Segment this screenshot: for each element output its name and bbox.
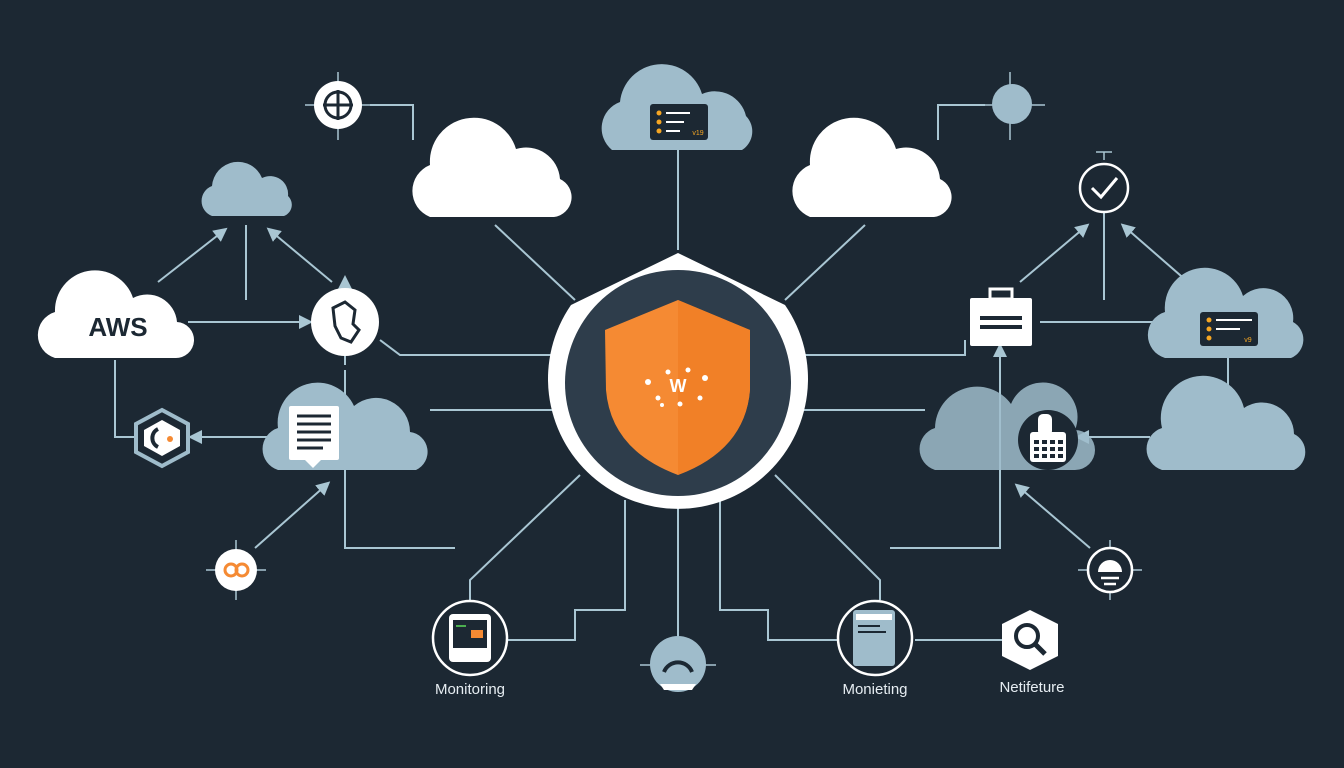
hexagon-pill-icon bbox=[134, 407, 190, 469]
monitoring-tablet-right bbox=[836, 599, 914, 677]
cloud-terminal-top: v19 bbox=[601, 64, 753, 150]
terminal-icon-right: v9 bbox=[1200, 312, 1258, 346]
terminal-version-top: v19 bbox=[692, 130, 703, 137]
aws-cloud: AWS bbox=[37, 270, 195, 359]
gauge-icon bbox=[640, 636, 716, 692]
checkmark-icon bbox=[1078, 151, 1130, 214]
cloud-white-left bbox=[412, 117, 572, 217]
calendar-icon bbox=[1018, 410, 1078, 470]
document-icon bbox=[289, 406, 339, 468]
monitoring-right-label: Monieting bbox=[842, 681, 907, 698]
monitoring-left-label: Monitoring bbox=[435, 681, 505, 698]
briefcase-icon bbox=[970, 287, 1032, 346]
monitoring-tablet-left bbox=[431, 599, 509, 677]
crosshair-icon bbox=[305, 72, 372, 140]
link-icon bbox=[206, 540, 266, 600]
cloud-blue-top-left bbox=[201, 161, 292, 216]
hand-gesture-icon bbox=[311, 288, 379, 356]
star-burst-icon bbox=[645, 367, 708, 407]
netifeture-label: Netifeture bbox=[999, 679, 1064, 696]
cloud-terminal-right: v9 bbox=[1147, 267, 1304, 358]
cloud-blue-left-middle bbox=[262, 382, 428, 470]
cloud-blue-right-lower bbox=[1146, 375, 1306, 470]
magnifier-icon bbox=[1002, 610, 1058, 670]
terminal-icon: v19 bbox=[650, 104, 708, 140]
shield-badge: W bbox=[670, 376, 687, 396]
terminal-version-right: v9 bbox=[1244, 337, 1252, 344]
connection-lines bbox=[114, 104, 1229, 648]
cloud-white-right bbox=[792, 117, 952, 217]
aws-label: AWS bbox=[88, 312, 147, 342]
moon-icon bbox=[978, 72, 1045, 140]
security-shield: W bbox=[547, 253, 808, 509]
lamp-icon bbox=[1078, 540, 1142, 600]
